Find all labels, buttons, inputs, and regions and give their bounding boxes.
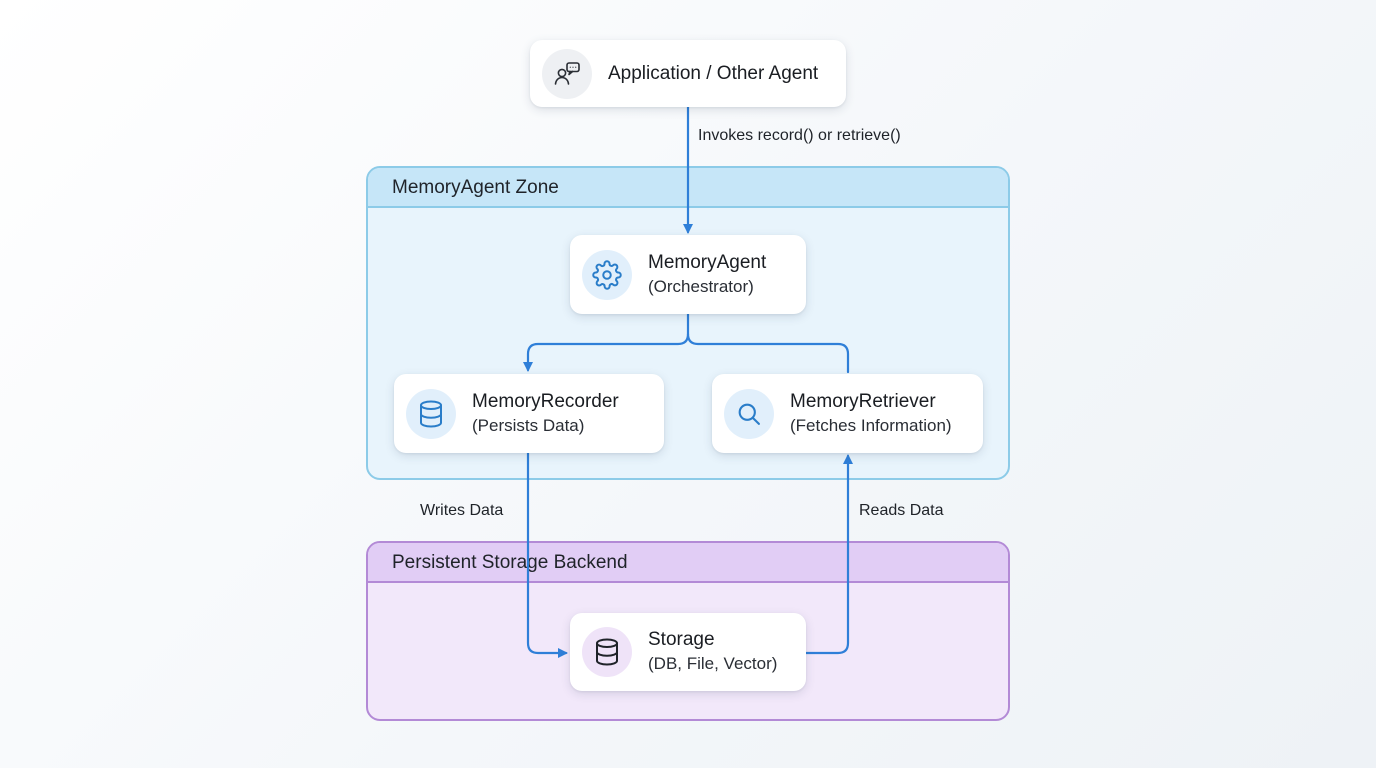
memory-recorder-title: MemoryRecorder	[472, 390, 619, 412]
node-storage[interactable]: Storage (DB, File, Vector)	[570, 613, 806, 691]
storage-title: Storage	[648, 629, 715, 650]
node-application[interactable]: Application / Other Agent	[530, 40, 846, 107]
memory-agent-subtitle: (Orchestrator)	[648, 276, 754, 296]
memory-retriever-subtitle: (Fetches Information)	[790, 415, 952, 435]
application-title: Application / Other Agent	[608, 62, 819, 84]
edge-label-reads: Reads Data	[859, 502, 944, 519]
edge-label-invokes: Invokes record() or retrieve()	[698, 127, 901, 144]
database-icon	[582, 627, 632, 677]
user-chat-icon	[542, 48, 592, 99]
edge-label-writes: Writes Data	[420, 502, 504, 519]
edge-reads	[804, 454, 853, 655]
memory-agent-title: MemoryAgent	[648, 251, 767, 273]
memory-recorder-subtitle: (Persists Data)	[472, 415, 585, 435]
edge-writes	[526, 451, 568, 658]
memory-retriever-title: MemoryRetriever	[790, 390, 936, 412]
node-memory-recorder[interactable]: MemoryRecorder (Persists Data)	[394, 374, 664, 453]
database-icon	[406, 388, 456, 439]
storage-subtitle: (DB, File, Vector)	[648, 654, 778, 673]
search-icon	[724, 388, 774, 439]
edge-to-retriever	[686, 332, 850, 374]
node-memory-retriever[interactable]: MemoryRetriever (Fetches Information)	[712, 374, 983, 453]
storage-backend-zone-label: Persistent Storage Backend	[368, 543, 1008, 583]
edge-to-recorder	[523, 312, 690, 372]
storage-backend-zone: Persistent Storage Backend	[366, 541, 1010, 721]
gear-icon	[582, 249, 632, 300]
node-memory-agent[interactable]: MemoryAgent (Orchestrator)	[570, 235, 806, 314]
